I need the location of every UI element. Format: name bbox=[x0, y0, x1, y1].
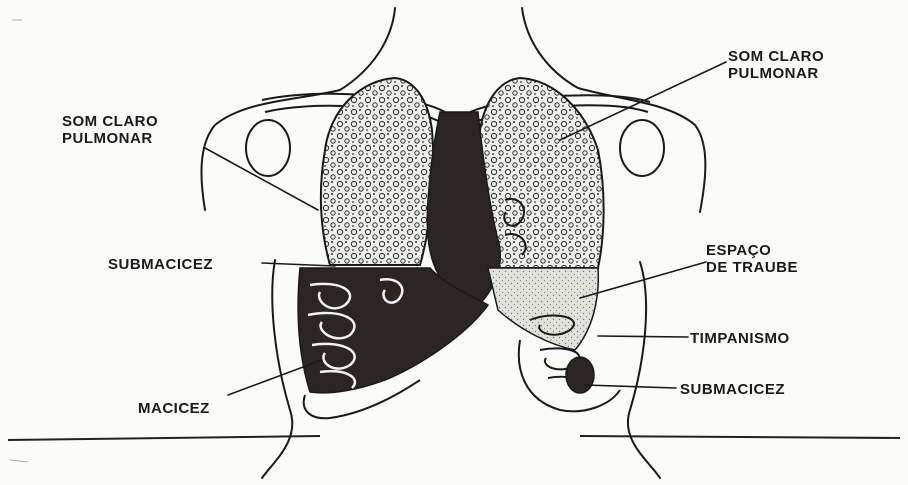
traube-space bbox=[488, 268, 598, 350]
label-macicez: MACICEZ bbox=[138, 400, 210, 417]
label-som-claro-left-line1: SOM CLARO bbox=[62, 113, 158, 130]
label-som-claro-left-line2: PULMONAR bbox=[62, 130, 158, 147]
label-espaco-traube-line2: DE TRAUBE bbox=[706, 259, 798, 276]
label-espaco-traube-line1: ESPAÇO bbox=[706, 242, 798, 259]
label-som-claro-right-line1: SOM CLARO bbox=[728, 48, 824, 65]
label-submacicez-left-text: SUBMACICEZ bbox=[108, 256, 213, 273]
label-som-claro-right: SOM CLARO PULMONAR bbox=[728, 48, 824, 82]
label-som-claro-right-line2: PULMONAR bbox=[728, 65, 824, 82]
label-submacicez-right-text: SUBMACICEZ bbox=[680, 381, 785, 398]
label-submacicez-right: SUBMACICEZ bbox=[680, 381, 785, 398]
right-submacicez-spot bbox=[566, 357, 594, 393]
label-timpanismo-text: TIMPANISMO bbox=[690, 330, 790, 347]
label-submacicez-left: SUBMACICEZ bbox=[108, 256, 213, 273]
label-macicez-text: MACICEZ bbox=[138, 400, 210, 417]
label-timpanismo: TIMPANISMO bbox=[690, 330, 790, 347]
margin-marks bbox=[10, 20, 28, 462]
label-espaco-traube: ESPAÇO DE TRAUBE bbox=[706, 242, 798, 276]
bottom-rule bbox=[8, 436, 900, 440]
label-som-claro-left: SOM CLARO PULMONAR bbox=[62, 113, 158, 147]
